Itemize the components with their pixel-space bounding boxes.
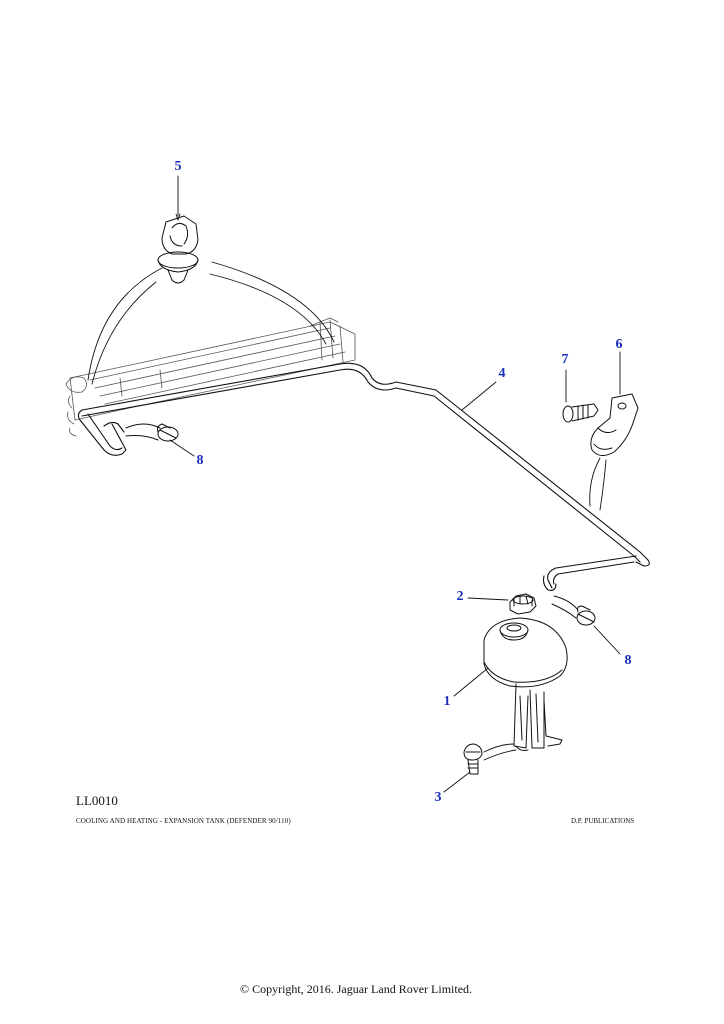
diagram-caption: COOLING AND HEATING - EXPANSION TANK (DE… [76, 817, 291, 825]
clip-arcs [87, 261, 335, 385]
tank-arcs [483, 743, 517, 761]
callout-8-right: 8 [624, 653, 632, 668]
pipe-clip-drawing [157, 215, 199, 284]
bolt-drawing [463, 743, 483, 775]
screw-drawing [562, 403, 599, 423]
publisher-label: D.P. PUBLICATIONS [571, 817, 635, 825]
callout-4: 4 [498, 366, 506, 381]
callout-3: 3 [434, 790, 442, 805]
callout-8-left: 8 [196, 453, 204, 468]
diagram-reference: LL0010 [76, 793, 118, 808]
callout-6: 6 [615, 337, 623, 352]
bleed-pipe [77, 362, 650, 591]
leader-lines [169, 175, 621, 793]
hose-clip-left [125, 423, 179, 442]
p-clip-drawing [590, 393, 639, 456]
radiator [65, 317, 356, 437]
callout-7: 7 [561, 352, 569, 367]
p-clip-arcs [589, 457, 607, 511]
copyright-notice: © Copyright, 2016. Jaguar Land Rover Lim… [239, 982, 473, 996]
filler-cap-drawing [509, 593, 537, 615]
callout-1: 1 [443, 694, 451, 709]
callout-2: 2 [456, 589, 464, 604]
expansion-tank-drawing [483, 617, 568, 751]
callout-5: 5 [174, 159, 182, 174]
hose-clip-right [551, 595, 596, 626]
